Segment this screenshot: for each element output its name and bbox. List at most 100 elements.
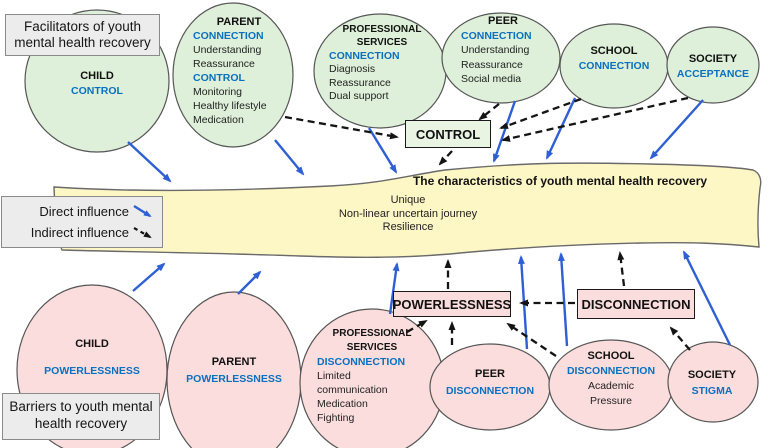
facilitator-parent-ellipse	[172, 2, 294, 148]
facilitator-parent-text: PARENT CONNECTION Understanding Reassura…	[193, 15, 285, 127]
facilitator-peer-ellipse	[441, 12, 561, 104]
arrow-direct-professional-top	[367, 127, 398, 174]
facilitators-label: Facilitators of youth mental health reco…	[5, 14, 160, 56]
barrier-school-detail: Pressure	[589, 395, 632, 407]
arrow-indirect-society-to-control	[501, 96, 689, 142]
facilitator-professional-text: PROFESSIONAL SERVICES CONNECTION Diagnos…	[329, 23, 435, 103]
facilitator-school-theme: CONNECTION	[578, 60, 650, 72]
banner-item: Non-linear uncertain journey	[338, 207, 478, 220]
barrier-society-theme: STIGMA	[691, 385, 733, 397]
banner-item: Unique	[390, 194, 426, 206]
arrow-direct-child-bottom	[132, 262, 166, 292]
facilitator-society-ellipse	[666, 26, 760, 104]
facilitator-peer-theme: CONNECTION	[461, 29, 532, 42]
barrier-school-name: SCHOOL	[587, 350, 635, 362]
barriers-label-line: health recovery	[34, 415, 128, 431]
facilitator-parent-theme-connection: CONNECTION	[193, 30, 264, 42]
facilitator-parent-name: PARENT	[216, 16, 262, 28]
arrow-direct-child-top	[127, 141, 172, 183]
facilitator-peer-text: PEER CONNECTION Understanding Reassuranc…	[461, 14, 545, 87]
facilitator-child-theme: CONTROL	[71, 85, 123, 97]
barrier-child-name: CHILD	[75, 338, 109, 350]
facilitator-professional-detail: Diagnosis	[329, 63, 376, 76]
barrier-society-ellipse	[667, 341, 759, 423]
banner-items: Unique Non-linear uncertain journey Resi…	[324, 194, 492, 235]
legend-indirect-row: Indirect influence	[2, 222, 162, 243]
barrier-professional-detail: Medication	[317, 398, 368, 410]
barrier-professional-name: PROFESSIONAL	[332, 328, 412, 339]
recovery-banner-shape	[53, 162, 762, 259]
facilitator-professional-name: SERVICES	[356, 37, 408, 49]
facilitator-parent-detail: Reassurance	[193, 58, 255, 70]
facilitator-professional-name: PROFESSIONAL	[342, 24, 422, 35]
barrier-professional-name: SERVICES	[346, 342, 398, 353]
arrow-indirect-school-to-control	[499, 97, 582, 130]
facilitator-society-theme: ACCEPTANCE	[676, 68, 750, 80]
barrier-parent-text: PARENT POWERLESSNESS	[172, 355, 296, 386]
facilitator-parent-detail: Healthy lifestyle	[193, 100, 267, 112]
legend-direct-label: Direct influence	[39, 204, 129, 219]
barrier-school-detail: Academic	[587, 380, 635, 392]
facilitator-child-text: CHILD CONTROL	[35, 69, 159, 99]
arrow-direct-parent-top	[274, 139, 305, 176]
facilitator-parent-detail: Monitoring	[193, 86, 243, 98]
direct-influence-arrow-icon	[133, 204, 152, 217]
arrow-indirect-control-to-banner	[438, 150, 453, 166]
legend-indirect-label: Indirect influence	[30, 225, 129, 240]
barrier-professional-detail: Limited	[317, 370, 351, 382]
facilitator-professional-detail: Dual support	[329, 90, 389, 103]
facilitator-school-text: SCHOOL CONNECTION	[564, 44, 664, 74]
barrier-professional-detail: Fighting	[317, 412, 355, 424]
arrow-indirect-parent-to-control	[284, 115, 399, 140]
barriers-label-line: Barriers to youth mental	[9, 399, 153, 414]
arrow-direct-parent-bottom	[237, 270, 262, 295]
barrier-child-theme: POWERLESSNESS	[44, 365, 140, 377]
facilitator-parent-detail: Understanding	[193, 44, 262, 56]
facilitator-peer-detail: Understanding	[461, 44, 530, 57]
arrow-direct-society-top	[649, 99, 704, 160]
facilitator-peer-detail: Social media	[461, 73, 522, 86]
barrier-child-text: CHILD POWERLESSNESS	[30, 337, 154, 378]
barriers-label: Barriers to youth mental health recovery	[2, 393, 160, 440]
arrow-direct-school-bottom	[557, 252, 569, 347]
facilitator-peer-name: PEER	[488, 15, 518, 27]
barrier-peer-text: PEER DISCONNECTION	[430, 367, 550, 399]
barrier-school-text: SCHOOL DISCONNECTION Academic Pressure	[551, 349, 671, 409]
facilitator-parent-theme-control: CONTROL	[193, 72, 245, 84]
barrier-peer-theme: DISCONNECTION	[445, 385, 535, 397]
arrow-indirect-disconnection-to-banner	[617, 251, 626, 287]
arrow-indirect-society-to-disconnection	[669, 326, 691, 351]
barrier-society-text: SOCIETY STIGMA	[663, 367, 761, 399]
barrier-professional-theme: DISCONNECTION	[317, 356, 406, 368]
facilitator-peer-detail: Reassurance	[461, 58, 523, 71]
facilitator-child-name: CHILD	[80, 70, 114, 82]
facilitator-society-text: SOCIETY ACCEPTANCE	[663, 52, 763, 82]
facilitator-parent-detail: Medication	[193, 114, 244, 126]
legend-direct-row: Direct influence	[2, 201, 162, 222]
barrier-peer-name: PEER	[475, 368, 505, 380]
facilitators-label-line: Facilitators of youth	[23, 19, 142, 34]
indirect-influence-arrow-icon	[133, 226, 152, 238]
arrow-indirect-peer-to-control	[478, 103, 500, 121]
facilitator-professional-theme: CONNECTION	[329, 49, 400, 62]
facilitators-label-line: mental health recovery	[14, 35, 151, 50]
arrow-direct-professional-bottom	[388, 262, 400, 315]
disconnection-box: DISCONNECTION	[577, 289, 695, 319]
barrier-parent-name: PARENT	[211, 356, 257, 368]
barrier-parent-theme: POWERLESSNESS	[186, 373, 282, 385]
arrow-direct-society-bottom	[682, 250, 732, 346]
facilitator-school-name: SCHOOL	[590, 45, 638, 57]
arrow-indirect-school-to-powerlessness	[506, 322, 557, 357]
barrier-school-theme: DISCONNECTION	[566, 365, 656, 377]
barrier-society-name: SOCIETY	[687, 369, 737, 381]
barrier-professional-text: PROFESSIONAL SERVICES DISCONNECTION Limi…	[317, 327, 427, 425]
banner-title: The characteristics of youth mental heal…	[412, 174, 708, 188]
barrier-professional-detail: communication	[317, 384, 388, 396]
influence-legend: Direct influence Indirect influence	[1, 196, 163, 248]
banner-item: Resilience	[382, 221, 434, 233]
facilitator-professional-detail: Reassurance	[329, 76, 391, 89]
facilitator-society-name: SOCIETY	[688, 53, 738, 65]
arrow-direct-peer-top	[492, 100, 517, 163]
powerlessness-box: POWERLESSNESS	[393, 291, 511, 317]
